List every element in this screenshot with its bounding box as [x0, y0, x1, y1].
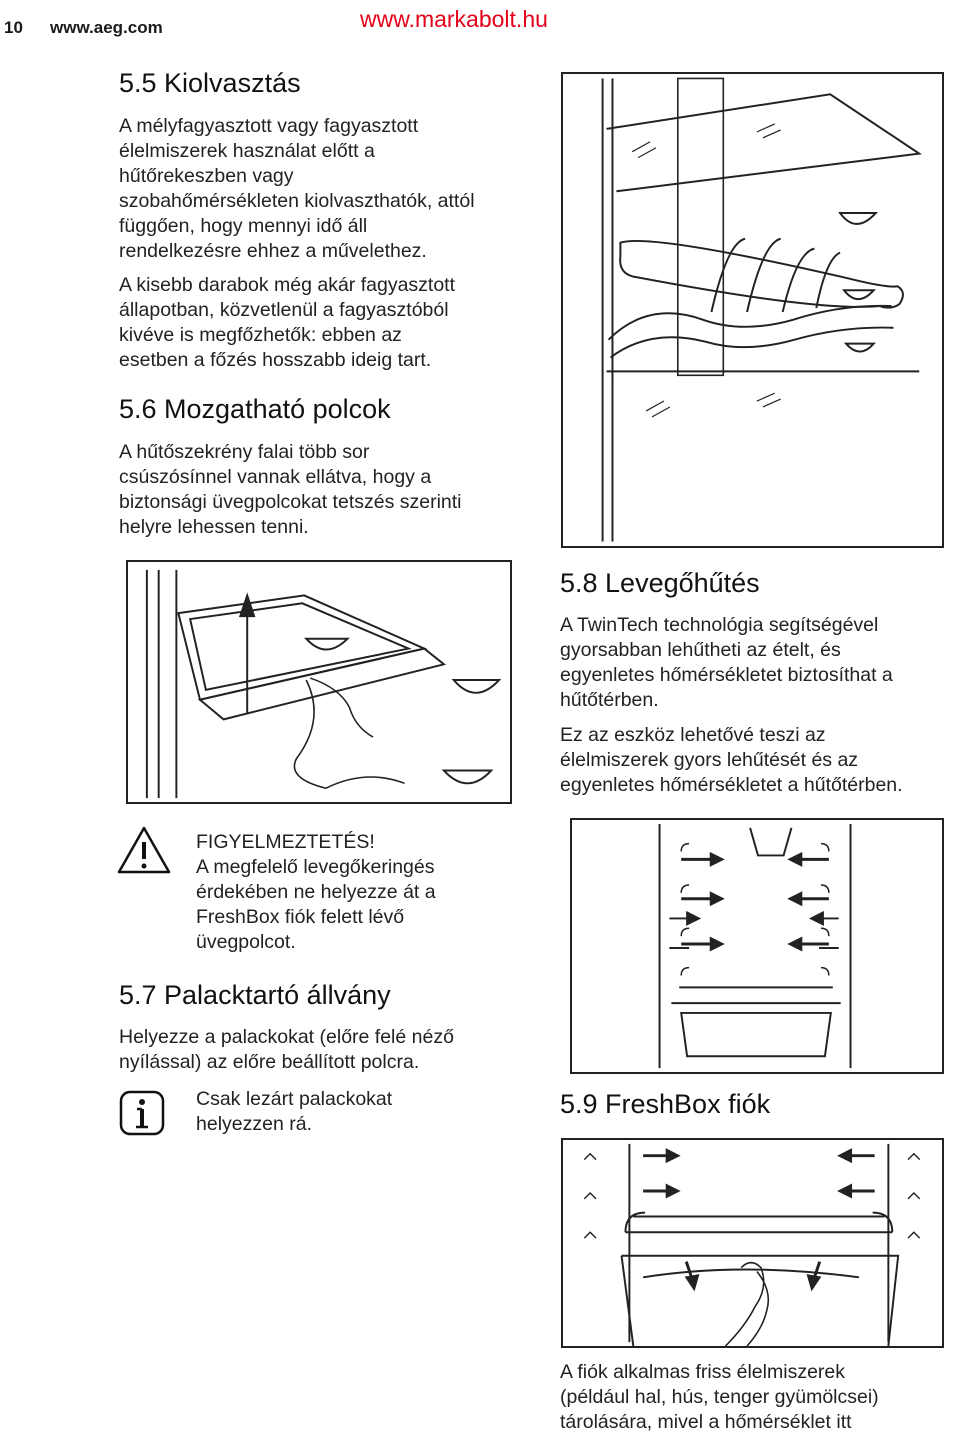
site-url[interactable]: www.aeg.com [50, 18, 163, 37]
bottle-rack-illustration [561, 72, 944, 548]
air-cooling-illustration [570, 818, 944, 1074]
section-5-6-title: 5.6 Mozgatható polcok [119, 394, 391, 424]
warning-block: FIGYELMEZTETÉS! A megfelelő levegőkering… [196, 831, 436, 953]
page-number: 10 [4, 18, 23, 37]
section-5-9-title: 5.9 FreshBox fiók [560, 1089, 771, 1119]
section-5-7-title: 5.7 Palacktartó állvány [119, 980, 391, 1010]
section-5-8-title: 5.8 Levegőhűtés [560, 568, 760, 598]
freshbox-drawer-illustration [561, 1138, 944, 1348]
s59-paragraph-1: A fiók alkalmas friss élelmiszerek(példá… [560, 1361, 879, 1433]
section-5-5-title: 5.5 Kiolvasztás [119, 68, 301, 98]
info-icon [119, 1090, 165, 1136]
shelf-illustration [126, 560, 512, 804]
watermark[interactable]: www.markabolt.hu [360, 6, 548, 32]
warning-title: FIGYELMEZTETÉS! [196, 831, 375, 853]
warning-triangle-icon [116, 825, 172, 875]
